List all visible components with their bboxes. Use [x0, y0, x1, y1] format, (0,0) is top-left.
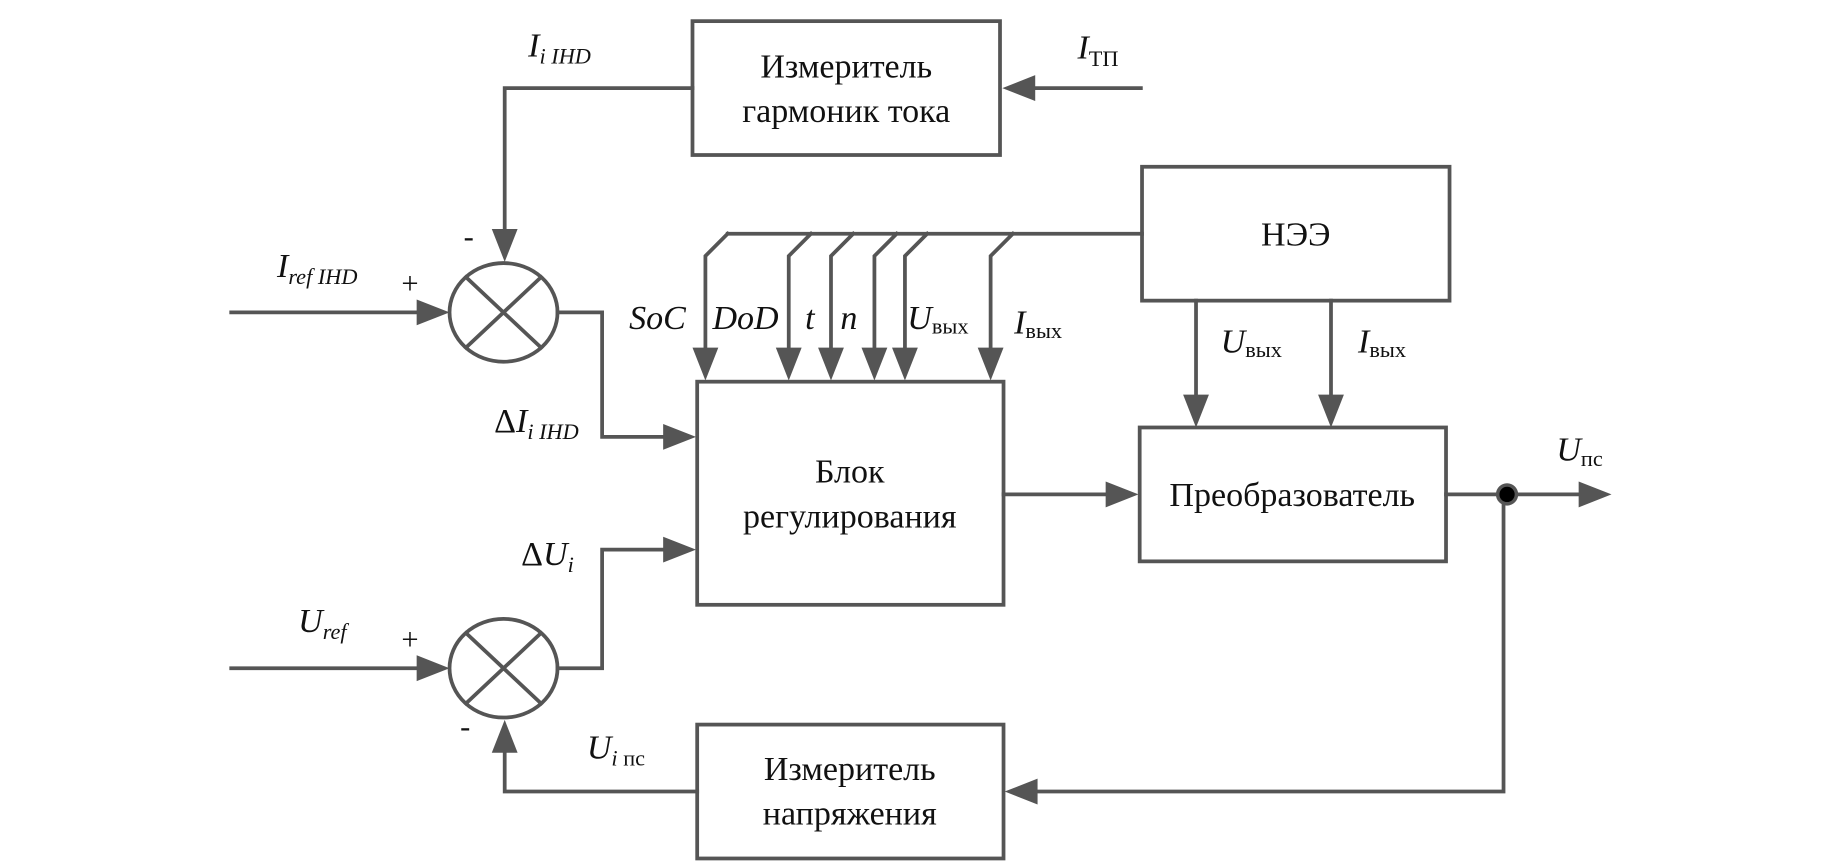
converter-block: Преобразователь	[1137, 425, 1448, 564]
u-ref-arrow-icon	[416, 655, 450, 682]
t-arrow-icon	[818, 347, 844, 381]
voltage-junction-plus-sign: +	[401, 622, 418, 656]
storage-i-out-label: Iвых	[1357, 323, 1406, 362]
control-block-label-line1: Блок	[815, 454, 885, 491]
u-i-ps-arrow-icon	[491, 719, 518, 753]
u-out-arrow-icon	[892, 347, 918, 381]
current-junction-minus-sign: -	[464, 220, 474, 254]
bus-label-t: t	[805, 300, 816, 337]
control-to-converter-arrow-icon	[1105, 481, 1139, 508]
voltage-feedback-arrow-icon	[1004, 778, 1038, 805]
voltage-meter-block: Измеритель напряжения	[695, 722, 1006, 861]
u-ps-output: Uпс	[1444, 431, 1612, 508]
storage-data-bus: SoC DoD t n Uвых Iвых	[629, 231, 1144, 381]
bus-branch-dod	[775, 231, 814, 381]
i-ref-ihd-label: Iref IHD	[276, 248, 357, 289]
u-ps-label: Uпс	[1556, 431, 1602, 471]
u-ref-input: Uref	[229, 603, 450, 682]
delta-u-i-wire	[555, 547, 678, 671]
u-ref-label: Uref	[298, 603, 349, 644]
harmonic-meter-label-line1: Измеритель	[760, 49, 932, 86]
storage-i-out-link: Iвых	[1318, 298, 1406, 428]
bus-branch-n	[861, 231, 900, 381]
delta-u-i-arrow-icon	[663, 536, 697, 563]
i-tp-label: IТП	[1076, 30, 1118, 71]
converter-label: Преобразователь	[1169, 477, 1415, 514]
delta-u-i-signal: ΔUi	[521, 536, 697, 671]
i-tp-input: IТП	[1002, 30, 1143, 101]
u-i-ps-wire	[502, 737, 700, 794]
storage-i-out-arrow-icon	[1318, 394, 1344, 428]
bus-label-u-out: Uвых	[907, 300, 968, 339]
u-ps-arrow-icon	[1578, 481, 1612, 508]
bus-label-soc: SoC	[629, 300, 687, 337]
voltage-junction-minus-sign: -	[460, 709, 470, 743]
bus-branch-u-out	[892, 231, 930, 381]
bus-branch-t	[818, 231, 856, 381]
control-block-label-line2: регулирования	[743, 498, 957, 535]
bus-label-n: n	[840, 300, 857, 337]
dod-arrow-icon	[775, 347, 802, 381]
current-junction-plus-sign: +	[401, 267, 418, 301]
bus-label-dod: DoD	[711, 300, 779, 337]
i-i-ihd-arrow-icon	[491, 229, 518, 262]
voltage-feedback-link	[1004, 501, 1506, 805]
n-arrow-icon	[861, 347, 888, 381]
i-tp-arrow-icon	[1002, 75, 1036, 101]
i-ref-ihd-arrow-icon	[416, 299, 450, 326]
storage-u-out-label: Uвых	[1221, 323, 1282, 362]
i-i-ihd-wire	[502, 86, 695, 243]
branch-node-dot	[1495, 483, 1519, 506]
soc-arrow-icon	[692, 347, 719, 381]
delta-i-i-ihd-label: ΔIi IHD	[494, 403, 579, 444]
delta-i-i-ihd-wire	[555, 310, 678, 439]
bus-label-i-out: Iвых	[1013, 305, 1062, 344]
storage-u-out-link: Uвых	[1183, 298, 1282, 428]
i-out-arrow-icon	[977, 347, 1004, 381]
control-block: Блок регулирования	[695, 379, 1006, 607]
u-i-ps-signal: Ui пс	[491, 719, 700, 794]
harmonic-meter-label-line2: гармоник тока	[742, 93, 950, 130]
storage-block: НЭЭ	[1140, 164, 1452, 303]
bus-branch-soc	[692, 231, 731, 381]
storage-label: НЭЭ	[1261, 216, 1330, 253]
voltage-summing-junction: + -	[401, 617, 560, 743]
current-summing-junction: - +	[401, 220, 560, 364]
i-i-ihd-signal: Ii IHD	[491, 27, 695, 262]
delta-u-i-label: ΔUi	[521, 536, 574, 577]
i-i-ihd-label: Ii IHD	[527, 27, 591, 68]
delta-i-i-ihd-arrow-icon	[663, 423, 697, 450]
bus-branch-i-out	[977, 231, 1016, 381]
control-to-converter-link	[1001, 481, 1139, 508]
i-ref-ihd-input: Iref IHD	[229, 248, 450, 326]
voltage-meter-label-line2: напряжения	[763, 795, 937, 832]
u-i-ps-label: Ui пс	[587, 730, 645, 771]
voltage-meter-label-line1: Измеритель	[764, 751, 936, 788]
harmonic-meter-block: Измеритель гармоник тока	[690, 19, 1002, 157]
storage-u-out-arrow-icon	[1183, 394, 1209, 428]
delta-i-i-ihd-signal: ΔIi IHD	[494, 310, 697, 450]
